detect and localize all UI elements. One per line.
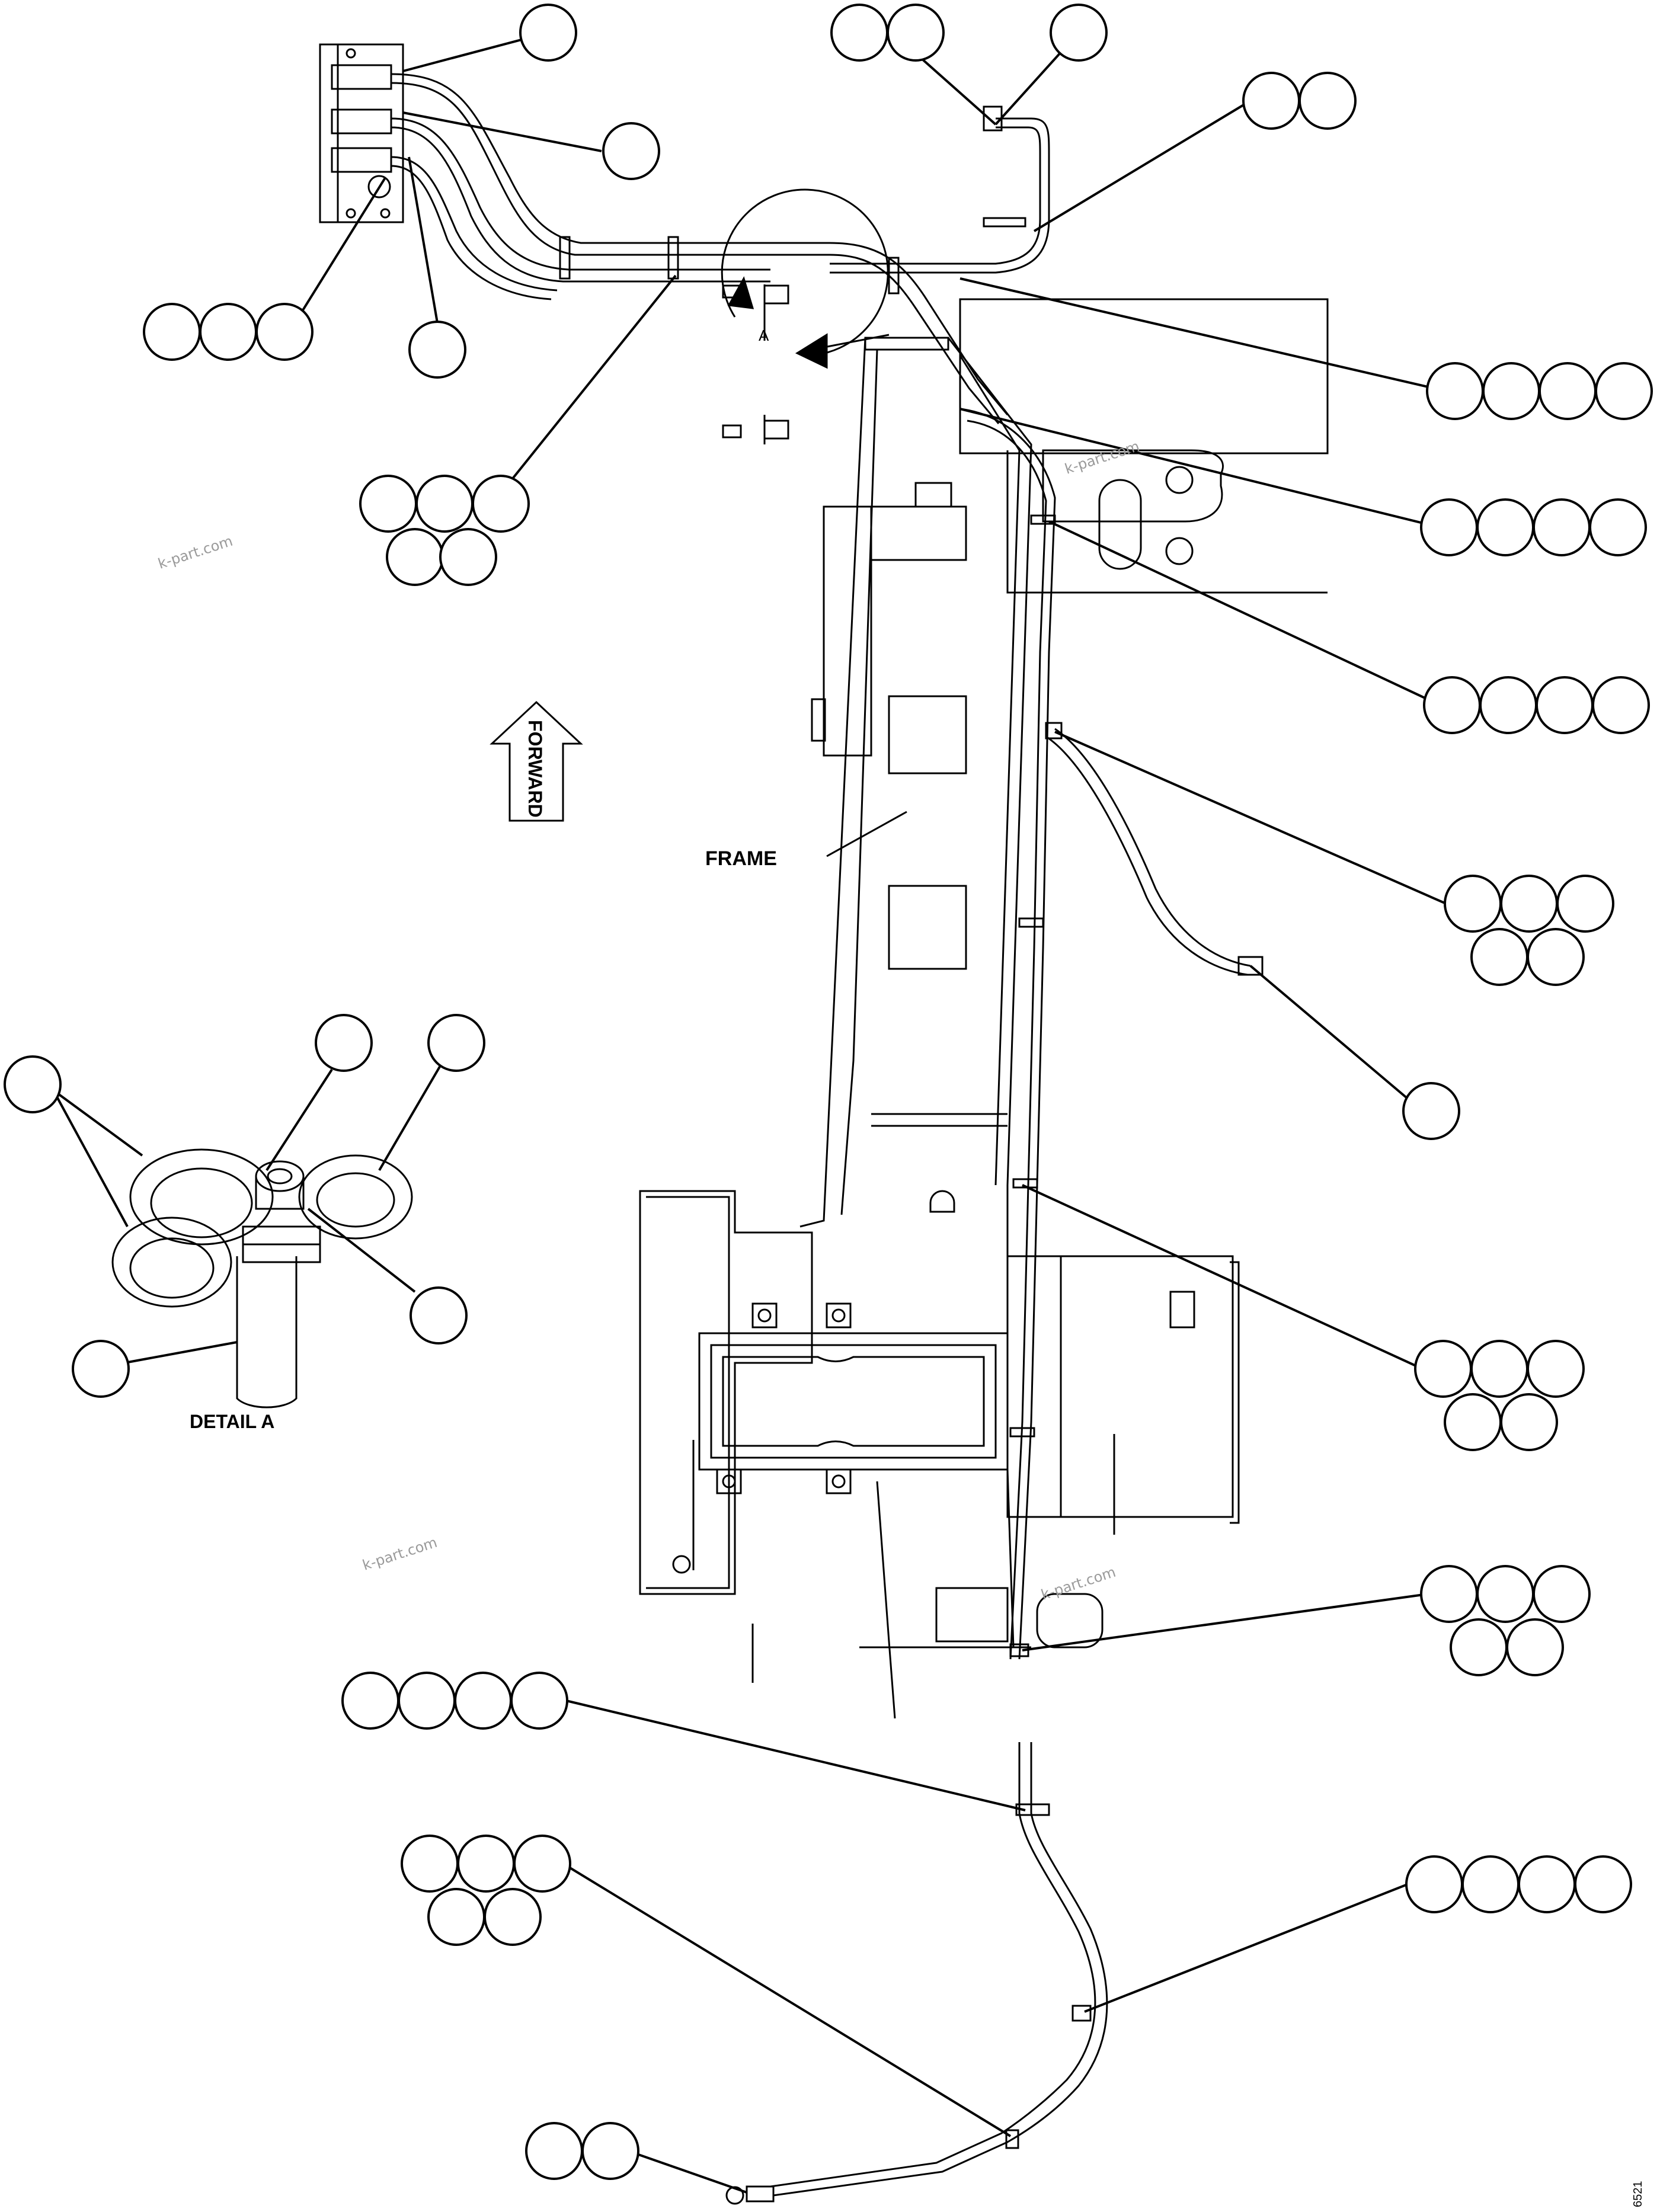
callout-bubble <box>427 1014 485 1072</box>
callout-bubble <box>315 1014 373 1072</box>
callout-bubble <box>1506 1618 1564 1676</box>
detail-a-label: DETAIL A <box>190 1411 274 1432</box>
callout-bubble <box>401 1835 459 1893</box>
callout-bubble <box>1527 1340 1585 1398</box>
callout-bubble <box>454 1672 512 1730</box>
callout-bubble <box>4 1055 62 1113</box>
view-marker-a: A <box>759 326 769 344</box>
callout-bubble <box>1556 875 1614 933</box>
hose-bundle-top <box>391 73 1009 424</box>
callout-bubble <box>830 4 888 62</box>
callout-bubble <box>1595 362 1653 420</box>
callout-bubble <box>1420 1565 1478 1623</box>
callout-bubble <box>602 122 660 180</box>
callout-bubble <box>1500 875 1558 933</box>
callout-bubble <box>386 528 444 586</box>
callout-bubble <box>510 1672 568 1730</box>
callout-bubble <box>341 1672 399 1730</box>
callout-bubble <box>439 528 497 586</box>
callout-bubble <box>484 1888 542 1946</box>
detail-circle-a <box>721 188 890 444</box>
watermark: k-part.com <box>360 1534 439 1574</box>
callout-bubble <box>1533 498 1591 556</box>
callout-bubble <box>408 321 466 379</box>
callout-bubble <box>1592 676 1650 734</box>
forward-arrow: FORWARD <box>490 700 583 822</box>
callout-bubble <box>519 4 577 62</box>
hose-right-side <box>959 408 1264 1660</box>
callout-bubble <box>1444 875 1502 933</box>
callout-bubble <box>1242 72 1300 130</box>
callout-bubble <box>525 2122 583 2180</box>
callout-bubble <box>1527 928 1585 986</box>
callout-bubble <box>359 475 417 533</box>
callout-bubble <box>472 475 530 533</box>
callout-bubble <box>1423 676 1481 734</box>
callout-bubble <box>1533 1565 1591 1623</box>
callout-bubble <box>457 1835 515 1893</box>
callout-bubble <box>581 2122 639 2180</box>
callout-bubble <box>255 303 314 361</box>
watermark: k-part.com <box>1039 1564 1118 1603</box>
callout-bubble <box>1536 676 1594 734</box>
callout-bubble <box>1050 4 1108 62</box>
callout-bubble <box>1476 1565 1534 1623</box>
callout-bubble <box>1574 1855 1632 1913</box>
callout-bubble <box>513 1835 571 1893</box>
callout-bubble <box>887 4 945 62</box>
callout-bubble <box>1470 1340 1528 1398</box>
callout-bubble <box>398 1672 456 1730</box>
callout-bubble <box>1479 676 1537 734</box>
hose-bottom <box>725 1742 1108 2205</box>
callouts <box>4 4 1653 2194</box>
callout-bubble <box>1420 498 1478 556</box>
main-frame <box>639 298 1329 1719</box>
sheet-code: 6521 <box>1632 2181 1645 2208</box>
callout-bubble <box>1405 1855 1463 1913</box>
callout-bubble <box>1518 1855 1576 1913</box>
callout-bubble <box>1589 498 1647 556</box>
callout-bubble <box>1450 1618 1508 1676</box>
forward-label: FORWARD <box>524 720 546 818</box>
callout-bubble <box>1500 1393 1558 1451</box>
hose-top-right <box>830 105 1050 274</box>
callout-bubble <box>1402 1082 1460 1140</box>
callout-bubble <box>415 475 474 533</box>
callout-bubble <box>427 1888 485 1946</box>
callout-bubble <box>72 1340 130 1398</box>
callout-bubble <box>410 1286 468 1345</box>
callout-bubble <box>143 303 201 361</box>
callout-bubble <box>1461 1855 1520 1913</box>
callout-bubble <box>1539 362 1597 420</box>
callout-bubble <box>1476 498 1534 556</box>
callout-bubble <box>1426 362 1484 420</box>
frame-leader <box>826 811 907 857</box>
callout-bubble <box>1414 1340 1472 1398</box>
callout-bubble <box>1298 72 1357 130</box>
callout-bubble <box>1470 928 1528 986</box>
callout-bubble <box>1482 362 1540 420</box>
frame-label: FRAME <box>705 847 777 870</box>
callout-bubble <box>199 303 257 361</box>
callout-bubble <box>1444 1393 1502 1451</box>
manifold-block <box>319 43 404 223</box>
watermark: k-part.com <box>156 533 235 572</box>
detail-a-clamp <box>111 1148 413 1408</box>
